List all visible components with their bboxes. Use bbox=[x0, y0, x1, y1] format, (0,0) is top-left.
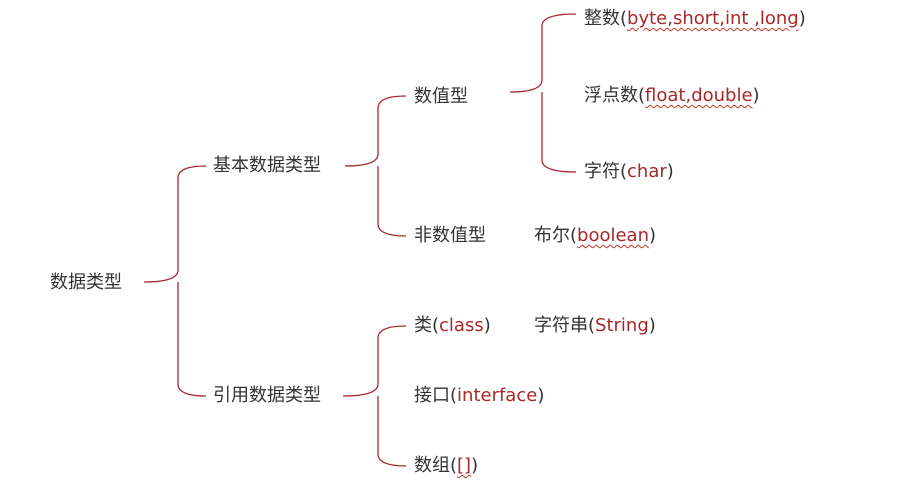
interface-node: 接口(interface) bbox=[414, 385, 544, 407]
char-suffix: ) bbox=[666, 161, 674, 182]
string-prefix: 字符串( bbox=[534, 315, 596, 336]
boolean-term: boolean bbox=[577, 225, 649, 246]
char-prefix: 字符( bbox=[584, 161, 628, 182]
interface-suffix: ) bbox=[537, 385, 545, 406]
non-numeric-node: 非数值型 bbox=[414, 225, 486, 247]
integer-prefix: 整数( bbox=[584, 8, 628, 29]
basic-types-label: 基本数据类型 bbox=[213, 155, 321, 176]
interface-term: interface bbox=[457, 385, 538, 406]
class-node: 类(class) bbox=[414, 315, 491, 337]
numeric-node: 数值型 bbox=[414, 86, 468, 108]
class-suffix: ) bbox=[483, 315, 491, 336]
root-label: 数据类型 bbox=[50, 272, 122, 293]
string-term: String bbox=[595, 315, 649, 336]
float-term: float,double bbox=[645, 85, 753, 106]
float-node: 浮点数(float,double) bbox=[584, 85, 760, 107]
array-prefix: 数组( bbox=[414, 455, 458, 476]
float-suffix: ) bbox=[752, 85, 760, 106]
string-suffix: ) bbox=[648, 315, 656, 336]
array-suffix: ) bbox=[471, 455, 479, 476]
integer-suffix: ) bbox=[798, 8, 806, 29]
char-term: char bbox=[627, 161, 667, 182]
array-node: 数组([]) bbox=[414, 455, 478, 477]
char-node: 字符(char) bbox=[584, 161, 674, 183]
basic-types-node: 基本数据类型 bbox=[213, 155, 321, 177]
array-term: [] bbox=[457, 455, 472, 476]
class-prefix: 类( bbox=[414, 315, 440, 336]
basic-brace bbox=[344, 95, 407, 237]
float-prefix: 浮点数( bbox=[584, 85, 646, 106]
non-numeric-label: 非数值型 bbox=[414, 225, 486, 246]
string-node: 字符串(String) bbox=[534, 315, 656, 337]
reference-types-node: 引用数据类型 bbox=[213, 385, 321, 407]
numeric-label: 数值型 bbox=[414, 86, 468, 107]
root-brace bbox=[143, 165, 207, 397]
reference-types-label: 引用数据类型 bbox=[213, 385, 321, 406]
boolean-node: 布尔(boolean) bbox=[534, 225, 656, 247]
boolean-prefix: 布尔( bbox=[534, 225, 578, 246]
integer-term: byte,short,int ,long bbox=[627, 8, 799, 29]
class-term: class bbox=[439, 315, 484, 336]
root-node: 数据类型 bbox=[50, 272, 122, 294]
interface-prefix: 接口( bbox=[414, 385, 458, 406]
numeric-brace bbox=[509, 13, 577, 173]
integer-node: 整数(byte,short,int ,long) bbox=[584, 8, 806, 30]
reference-brace bbox=[342, 325, 407, 467]
boolean-suffix: ) bbox=[649, 225, 657, 246]
